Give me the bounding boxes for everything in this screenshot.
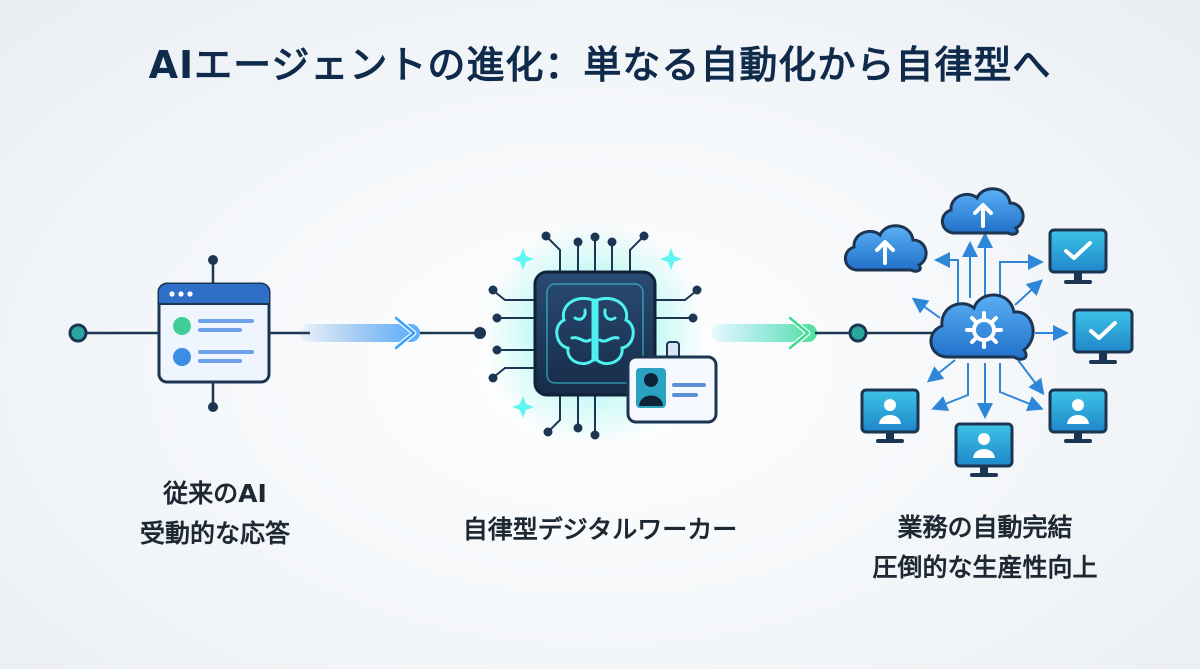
caption-autonomous-worker: 自律型デジタルワーカー — [420, 510, 780, 550]
caption-line: 従来のAI — [163, 479, 267, 508]
stage-2-group — [485, 225, 718, 445]
flow-arrow-1 — [300, 315, 486, 351]
caption-line: 受動的な応答 — [139, 519, 290, 548]
page-title: AIエージェントの進化：単なる自動化から自律型へ — [148, 43, 1052, 87]
caption-line: 業務の自動完結 — [897, 513, 1073, 542]
sparkle-icons — [512, 248, 682, 418]
monitor-check-icon — [1048, 228, 1108, 284]
monitor-user-icon — [1048, 388, 1108, 443]
id-card-icon — [626, 341, 718, 424]
stage-1-group — [68, 255, 310, 412]
cloud-gear-icon — [929, 293, 1035, 361]
circuit-traces — [488, 231, 702, 440]
caption-business-automation: 業務の自動完結 圧倒的な生産性向上 — [840, 508, 1130, 588]
end-node-icon — [848, 323, 868, 343]
monitor-user-icon — [860, 388, 920, 443]
flow-arrow-2 — [712, 315, 935, 351]
brain-chip-icon — [533, 270, 657, 397]
stage-3-group — [844, 187, 1134, 477]
hub-arrows — [911, 232, 1069, 419]
cloud-upload-icon — [844, 224, 928, 273]
caption-line: 圧倒的な生産性向上 — [872, 553, 1098, 582]
caption-line: 自律型デジタルワーカー — [462, 515, 738, 544]
cloud-upload-icon — [941, 187, 1025, 236]
chat-window-icon — [157, 282, 271, 384]
monitor-user-icon — [954, 422, 1014, 477]
caption-traditional-ai: 従来のAI 受動的な応答 — [110, 474, 320, 554]
start-node-icon — [68, 323, 88, 343]
monitor-check-icon — [1072, 308, 1134, 364]
